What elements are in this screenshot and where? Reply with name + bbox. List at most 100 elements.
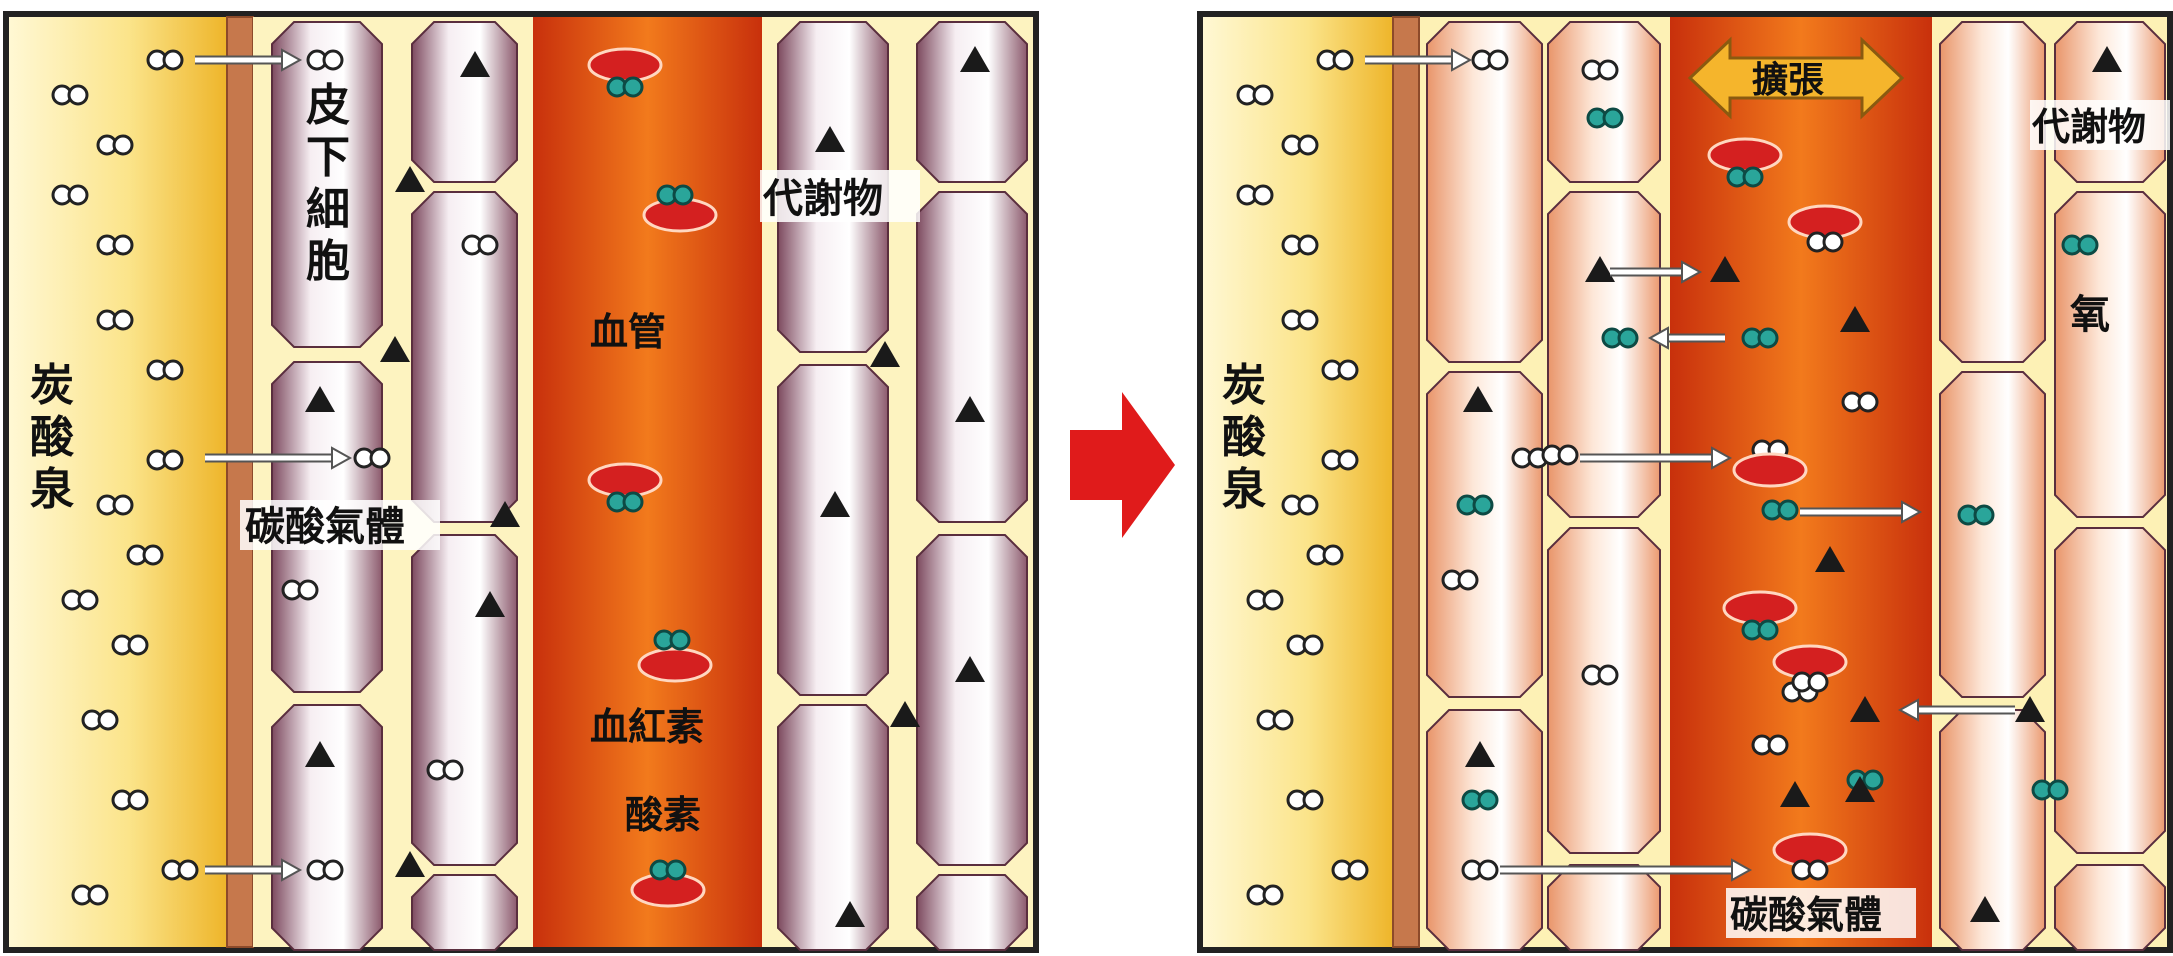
oxygen-molecule-icon (2061, 234, 2099, 256)
oxygen-atom (1602, 107, 1624, 129)
co2-molecule-icon (96, 234, 134, 256)
co2-molecule-icon (1511, 447, 1549, 469)
co2-atom (67, 184, 89, 206)
oxygen-atom (622, 76, 644, 98)
metabolite-label-after: 代謝物 (2032, 105, 2146, 149)
metabolite-triangle-icon (490, 501, 520, 527)
oxygen-atom (1472, 494, 1494, 516)
co2-atom (1822, 231, 1844, 253)
co2-molecule-icon (146, 49, 184, 71)
co2-molecule-icon (96, 494, 134, 516)
purple-cell (916, 191, 1028, 523)
oxygen-atom (2077, 234, 2099, 256)
co2-molecule-icon (111, 789, 149, 811)
oxygen-atom (672, 184, 694, 206)
oxygen-label-after: 氧 (2070, 292, 2110, 338)
co2-atom (1262, 884, 1284, 906)
co2-atom (162, 449, 184, 471)
co2-atom (112, 134, 134, 156)
co2-molecule-icon (1841, 391, 1879, 413)
diffusion-arrow-icon (1800, 500, 1923, 524)
co2-atom (1557, 444, 1579, 466)
skin-membrane-after (1392, 16, 1420, 948)
co2-molecule-icon (1581, 59, 1619, 81)
co2-molecule-icon (353, 447, 391, 469)
arrow-head (1451, 48, 1473, 72)
hemoglobin-body (1772, 644, 1848, 680)
metabolite-triangle-icon (1585, 256, 1615, 282)
arrow-head (331, 446, 353, 470)
hemoglobin-icon (1787, 204, 1863, 253)
co2-molecule-icon (1281, 309, 1319, 331)
dilation-label: 擴張 (1752, 59, 1824, 101)
co2-molecule-icon (461, 234, 499, 256)
co2-molecule-icon (1541, 444, 1579, 466)
metabolite-triangle-icon (1710, 256, 1740, 282)
hemoglobin-icon (1772, 832, 1848, 881)
hot-spring-label-after: 炭 酸 泉 (1222, 360, 1267, 515)
metabolite-triangle-icon (870, 341, 900, 367)
dilation-arrow-icon (1687, 36, 1905, 120)
oxygen-molecule-icon (653, 629, 691, 651)
co2-gas-label-after-bg (1726, 888, 1916, 938)
co2-molecule-icon (1236, 184, 1274, 206)
peach-cell (2054, 191, 2166, 518)
metabolite-triangle-icon (820, 491, 850, 517)
metabolite-triangle-icon (2092, 46, 2122, 72)
subcutaneous-cell-char-3: 細 (306, 184, 350, 235)
oxygen-atom (1742, 166, 1764, 188)
metabolite-triangle-icon (460, 51, 490, 77)
blood-vessel-label: 血管 (590, 310, 666, 354)
co2-molecule-icon (1471, 49, 1509, 71)
co2-atom (112, 234, 134, 256)
metabolite-label-after-bg (2030, 100, 2170, 150)
metabolite-triangle-icon (835, 901, 865, 927)
co2-molecule-icon (51, 184, 89, 206)
panel-after (1197, 11, 2173, 953)
co2-atom (1262, 589, 1284, 611)
peach-cell (1426, 371, 1543, 698)
diffusion-arrow-icon (195, 48, 303, 72)
co2-molecule-icon (1316, 49, 1354, 71)
hemoglobin-body (587, 462, 663, 498)
oxygen-atom (1757, 619, 1779, 641)
hemoglobin-icon (1732, 452, 1808, 488)
co2-molecule-icon (1791, 859, 1829, 881)
co2-molecule-icon (96, 134, 134, 156)
co2-molecule-icon (1246, 884, 1284, 906)
diffusion-arrow-icon (1580, 446, 1733, 470)
subcutaneous-cell-char-2: 下 (306, 132, 350, 183)
co2-atom (322, 49, 344, 71)
arrow-head (1901, 500, 1923, 524)
co2-molecule-icon (1256, 709, 1294, 731)
molecules-before (51, 46, 990, 927)
co2-molecule-icon (111, 634, 149, 656)
transition-arrow-icon (1070, 392, 1175, 538)
metabolite-triangle-icon (1780, 781, 1810, 807)
metabolite-triangle-icon (305, 386, 335, 412)
co2-atom (1302, 634, 1324, 656)
peach-cell (1547, 21, 1661, 183)
co2-molecule-icon (306, 859, 344, 881)
co2-molecule-icon (1806, 231, 1844, 253)
subcutaneous-cell-char-1: 皮 (306, 80, 350, 131)
arrow-head (281, 48, 303, 72)
metabolite-triangle-icon (380, 336, 410, 362)
co2-atom (297, 579, 319, 601)
co2-atom (1252, 84, 1274, 106)
oxygen-molecule-icon (656, 184, 694, 206)
co2-molecule-icon (71, 884, 109, 906)
hemoglobin-label: 血紅素 (590, 705, 704, 749)
oxygen-atom (1862, 769, 1884, 791)
diffusion-arrow-icon (1610, 260, 1703, 284)
purple-cell (271, 704, 383, 951)
hemoglobin-icon (637, 647, 713, 683)
peach-cell (1547, 527, 1661, 854)
hemoglobin-icon (587, 47, 663, 98)
molecules-after (1236, 46, 2122, 922)
metabolite-triangle-icon (955, 656, 985, 682)
oxygen-molecule-icon (2031, 779, 2069, 801)
oxygen-atom (622, 491, 644, 513)
co2-gas-label-bg (240, 500, 440, 550)
hemoglobin-body (637, 647, 713, 683)
